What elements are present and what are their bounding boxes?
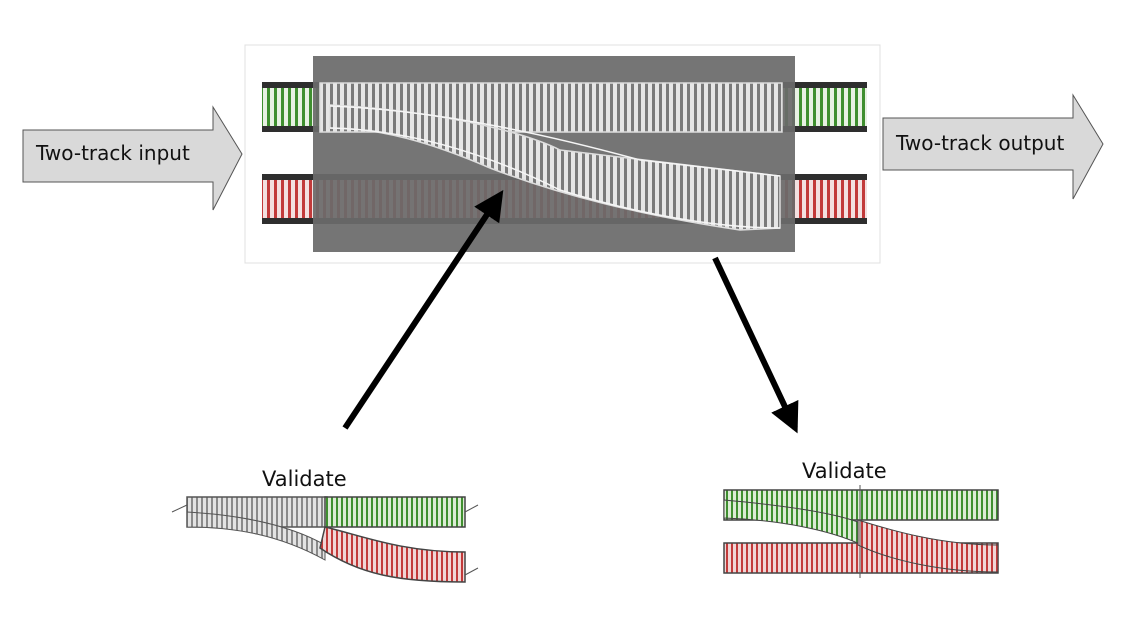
switch-module (244, 44, 881, 264)
pointer-arrow-left (342, 190, 504, 430)
output-arrow: Two-track output (882, 93, 1104, 200)
input-arrow-label: Two-track input (35, 141, 190, 165)
validate-left-label: Validate (262, 467, 347, 491)
validate-left-figure: Validate (171, 467, 479, 583)
validate-right-label: Validate (802, 459, 887, 483)
validate-right-figure: Validate (723, 459, 999, 578)
validate-left-green (324, 496, 466, 528)
output-arrow-label: Two-track output (895, 131, 1064, 155)
pointer-arrow-right (712, 256, 799, 434)
switch-diverging-track (329, 104, 781, 231)
input-arrow: Two-track input (22, 105, 243, 211)
validate-left-red (319, 526, 466, 583)
